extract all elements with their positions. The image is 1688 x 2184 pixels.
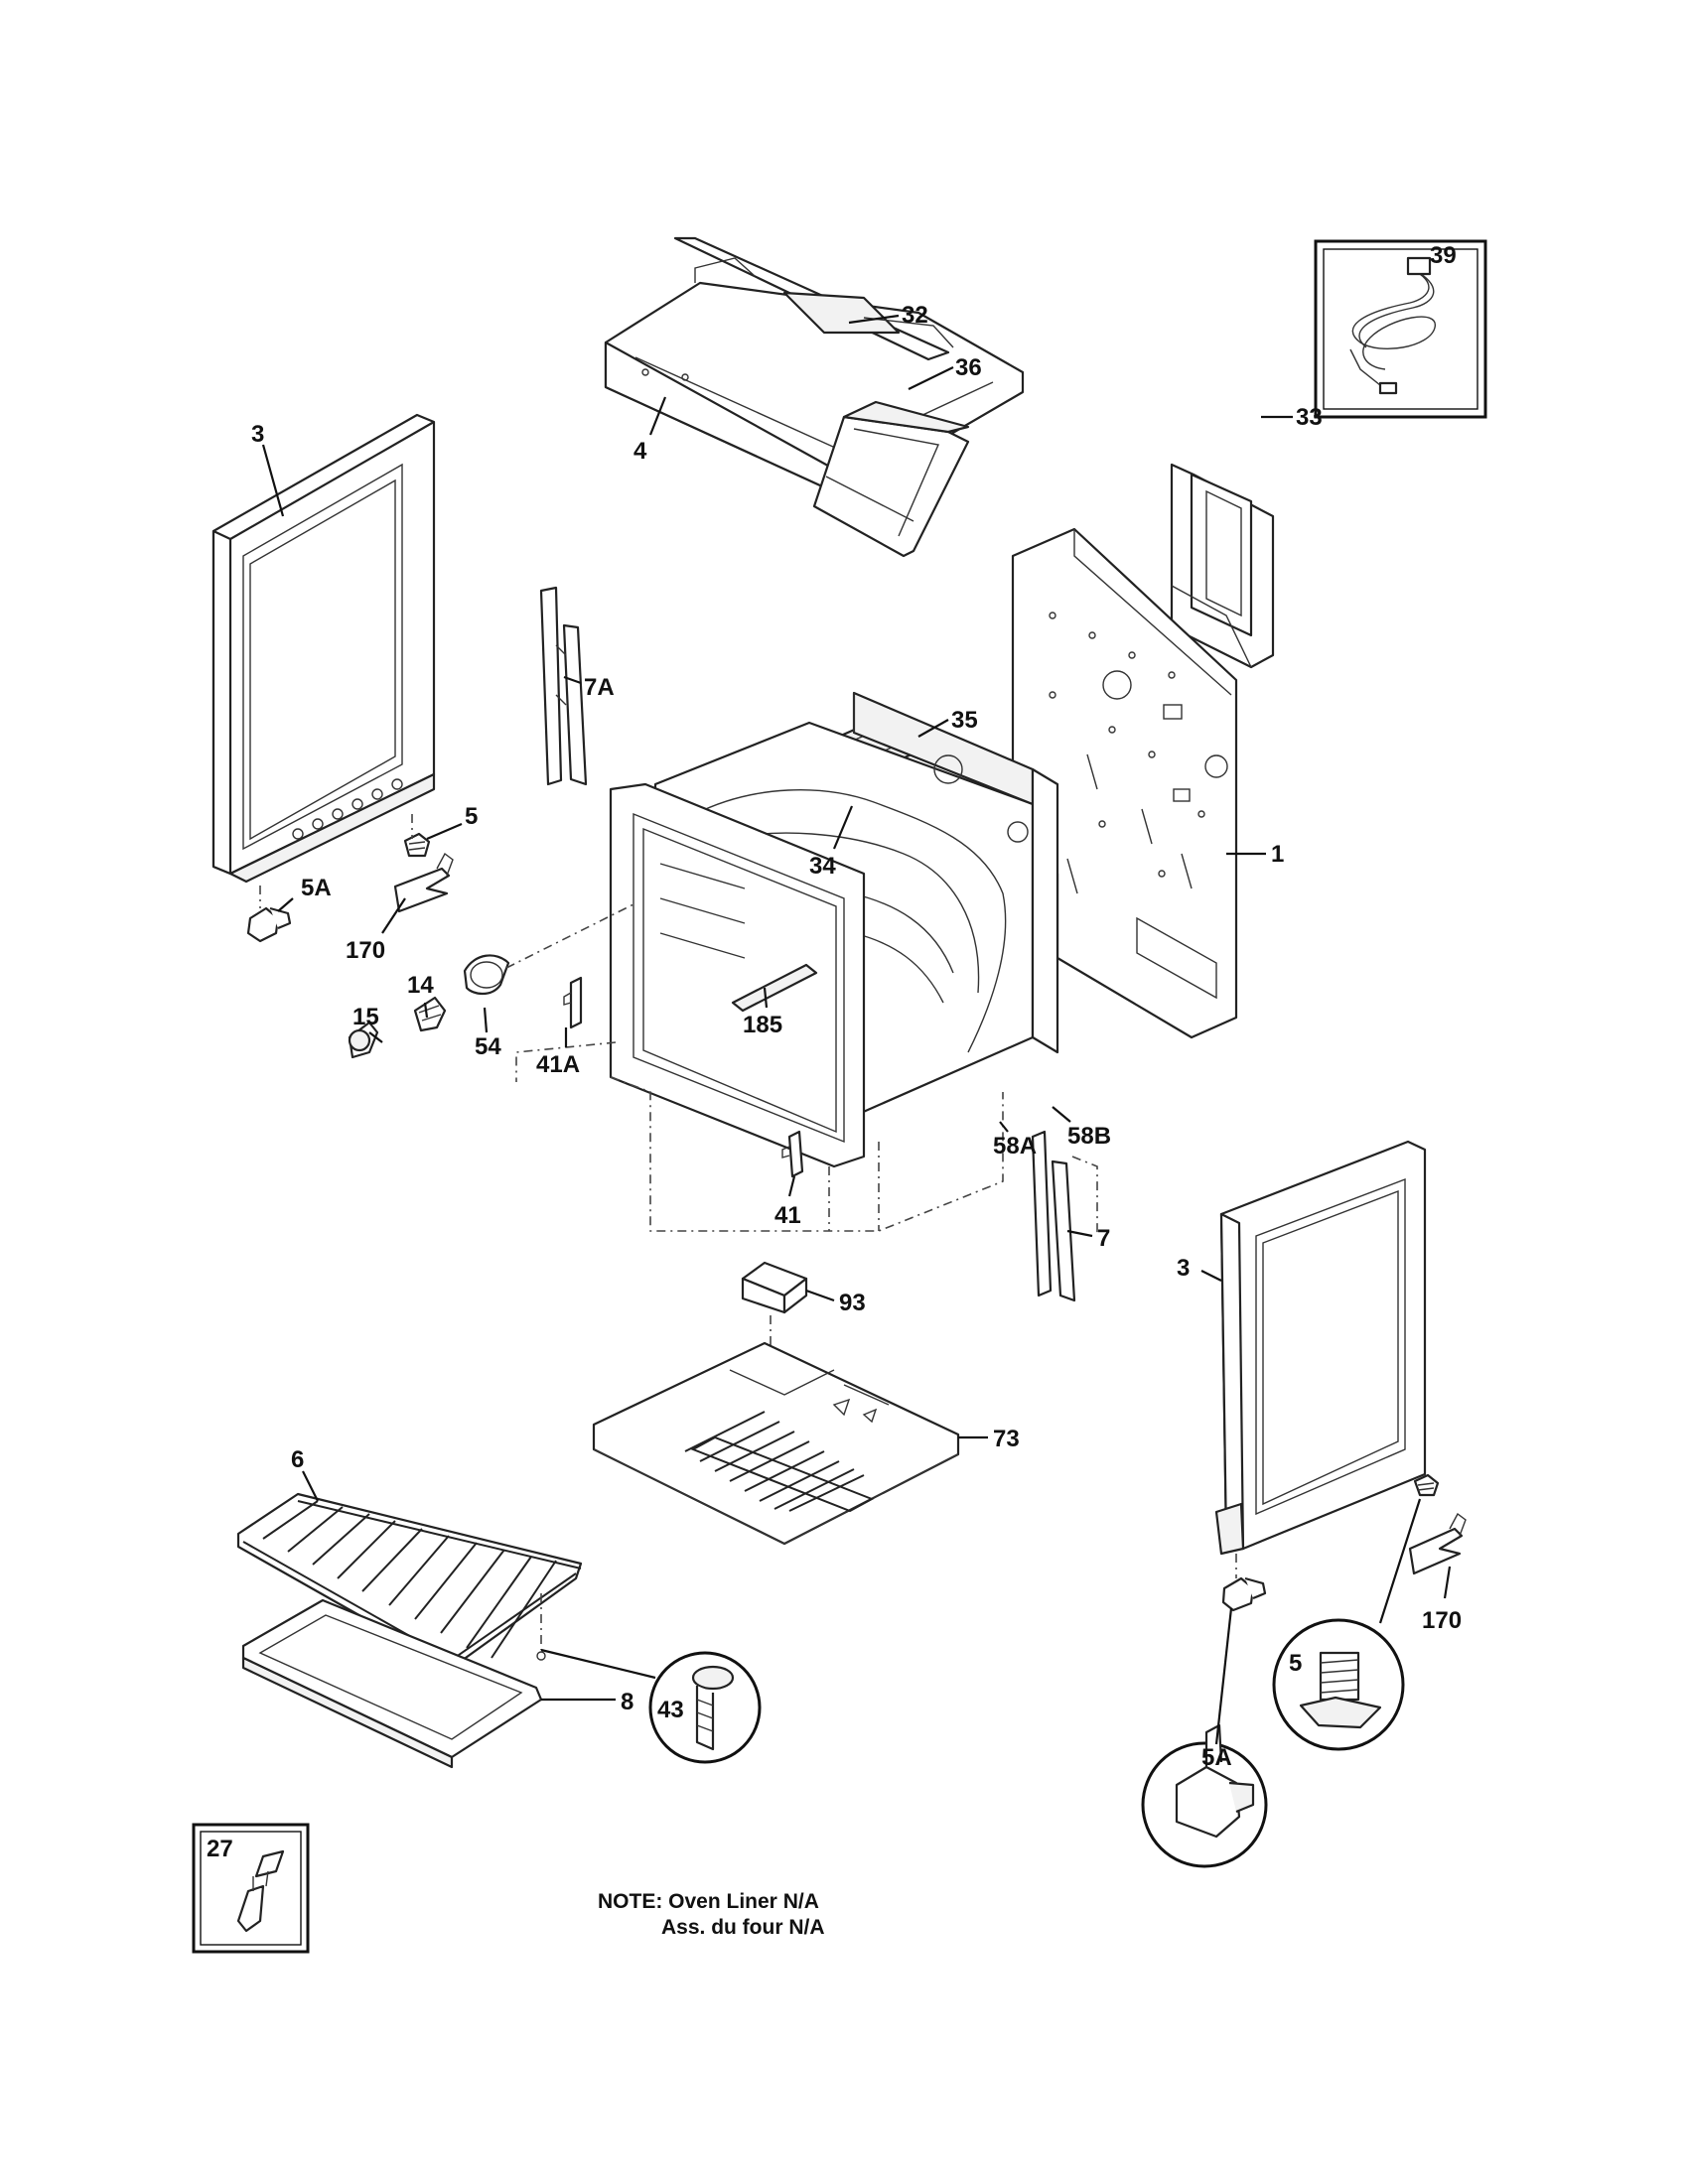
- callout-8: 8: [621, 1689, 633, 1715]
- part-side-panel-left: [211, 413, 436, 884]
- note: NOTE: Oven Liner N/A Ass. du four N/A: [598, 1890, 825, 1939]
- callout-32: 32: [902, 302, 928, 329]
- callout-54: 54: [475, 1033, 501, 1060]
- part-clip-170-right: [1408, 1512, 1467, 1575]
- note-line-1: NOTE: Oven Liner N/A: [598, 1890, 819, 1913]
- callout-15: 15: [352, 1004, 379, 1030]
- leader-lines: [261, 314, 1452, 1745]
- part-clip-41A: [563, 976, 583, 1029]
- callout-5A-right: 5A: [1201, 1744, 1232, 1771]
- callout-14: 14: [407, 972, 434, 999]
- detail-circle-screw: [536, 1593, 762, 1764]
- part-vent-duct: [812, 400, 970, 558]
- part-hinge-right: [1031, 1130, 1098, 1302]
- part-leveler-right: [1413, 1473, 1440, 1497]
- part-bottom-panel: [592, 1341, 960, 1546]
- callout-93: 93: [839, 1290, 866, 1316]
- callout-27: 27: [207, 1836, 233, 1862]
- part-side-panel-right: [1214, 1140, 1427, 1556]
- part-hinge-left: [539, 586, 588, 786]
- callout-36: 36: [955, 354, 982, 381]
- part-bracket-5A-left: [246, 886, 292, 943]
- callout-6: 6: [291, 1446, 304, 1473]
- callout-39: 39: [1430, 242, 1457, 269]
- part-clip-41: [781, 1130, 804, 1178]
- callout-5-left: 5: [465, 803, 478, 830]
- callout-3-right: 3: [1177, 1255, 1190, 1282]
- part-clip-170-left: [393, 852, 454, 913]
- callout-170-left: 170: [346, 937, 385, 964]
- detail-circle-leveler: [1272, 1618, 1405, 1751]
- part-bracket-5A-right: [1221, 1554, 1267, 1612]
- note-line-2: Ass. du four N/A: [661, 1916, 825, 1939]
- callout-35: 35: [951, 707, 978, 734]
- inset-power-cord: [1314, 239, 1487, 419]
- callout-58B: 58B: [1067, 1123, 1111, 1150]
- callout-33: 33: [1296, 404, 1323, 431]
- detail-circle-bracket: [1141, 1723, 1268, 1868]
- inset-clip: [192, 1823, 310, 1954]
- callout-3-left: 3: [251, 421, 264, 448]
- callout-7A: 7A: [584, 674, 615, 701]
- part-leveler-left: [403, 814, 431, 858]
- callout-34: 34: [809, 853, 836, 880]
- callout-58A: 58A: [993, 1133, 1037, 1160]
- callout-5A-left: 5A: [301, 875, 332, 901]
- callout-labels: 32 4 39 3 36 33 7A 35 5 5A 34 1 170 14 1…: [207, 242, 1462, 1862]
- callout-4: 4: [633, 438, 647, 465]
- callout-185: 185: [743, 1012, 782, 1038]
- part-light-assembly: [348, 902, 636, 1059]
- callout-1: 1: [1271, 841, 1284, 868]
- callout-43: 43: [657, 1697, 684, 1723]
- callout-5-right: 5: [1289, 1650, 1302, 1677]
- callout-73: 73: [993, 1426, 1020, 1452]
- callout-41A: 41A: [536, 1051, 580, 1078]
- callout-7: 7: [1097, 1225, 1110, 1252]
- part-drawer-glide: [741, 1261, 808, 1360]
- callout-41: 41: [774, 1202, 801, 1229]
- callout-170-right: 170: [1422, 1607, 1462, 1634]
- part-oven-lower-dashed: [515, 1041, 1004, 1232]
